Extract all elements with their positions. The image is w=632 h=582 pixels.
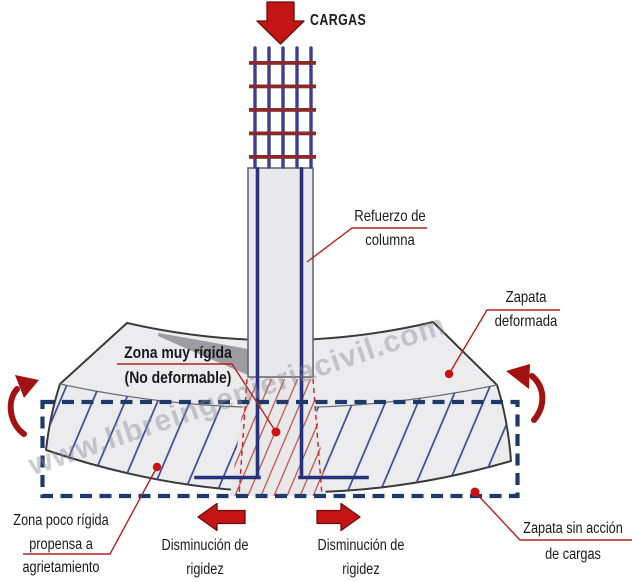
label-refuerzo-columna: Refuerzo de columna bbox=[354, 208, 426, 249]
column-rebar bbox=[194, 167, 369, 480]
label-zapata-sin-accion: Zapata sin acción de cargas bbox=[523, 520, 623, 563]
leader-refuerzo bbox=[306, 227, 427, 263]
label-disminucion-izquierda: Disminución de rigidez bbox=[161, 537, 249, 578]
leader-zapata-deformada bbox=[444, 309, 560, 379]
load-arrow-icon bbox=[256, 1, 305, 45]
leader-zona-poco-rigida bbox=[23, 462, 162, 555]
stiffness-arrow-left-icon bbox=[197, 502, 246, 532]
rotation-arrow-right-icon bbox=[506, 364, 546, 423]
label-zona-muy-rigida: Zona muy rígida (No deformable) bbox=[124, 343, 232, 387]
leader-zapata-sin-accion bbox=[470, 487, 632, 541]
original-footing-outline bbox=[40, 399, 520, 499]
rotation-arrow-left-icon bbox=[7, 375, 39, 437]
label-disminucion-derecha: Disminución de rigidez bbox=[317, 537, 405, 578]
stiffness-arrow-right-icon bbox=[316, 502, 361, 532]
label-zona-poco-rigida: Zona poco rígida propensa a agrietamient… bbox=[13, 512, 109, 576]
leader-zona-muy-rigida bbox=[117, 363, 281, 437]
rebar-cage bbox=[249, 46, 316, 169]
label-cargas: CARGAS bbox=[310, 12, 367, 29]
label-zapata-deformada: Zapata deformada bbox=[494, 289, 558, 330]
